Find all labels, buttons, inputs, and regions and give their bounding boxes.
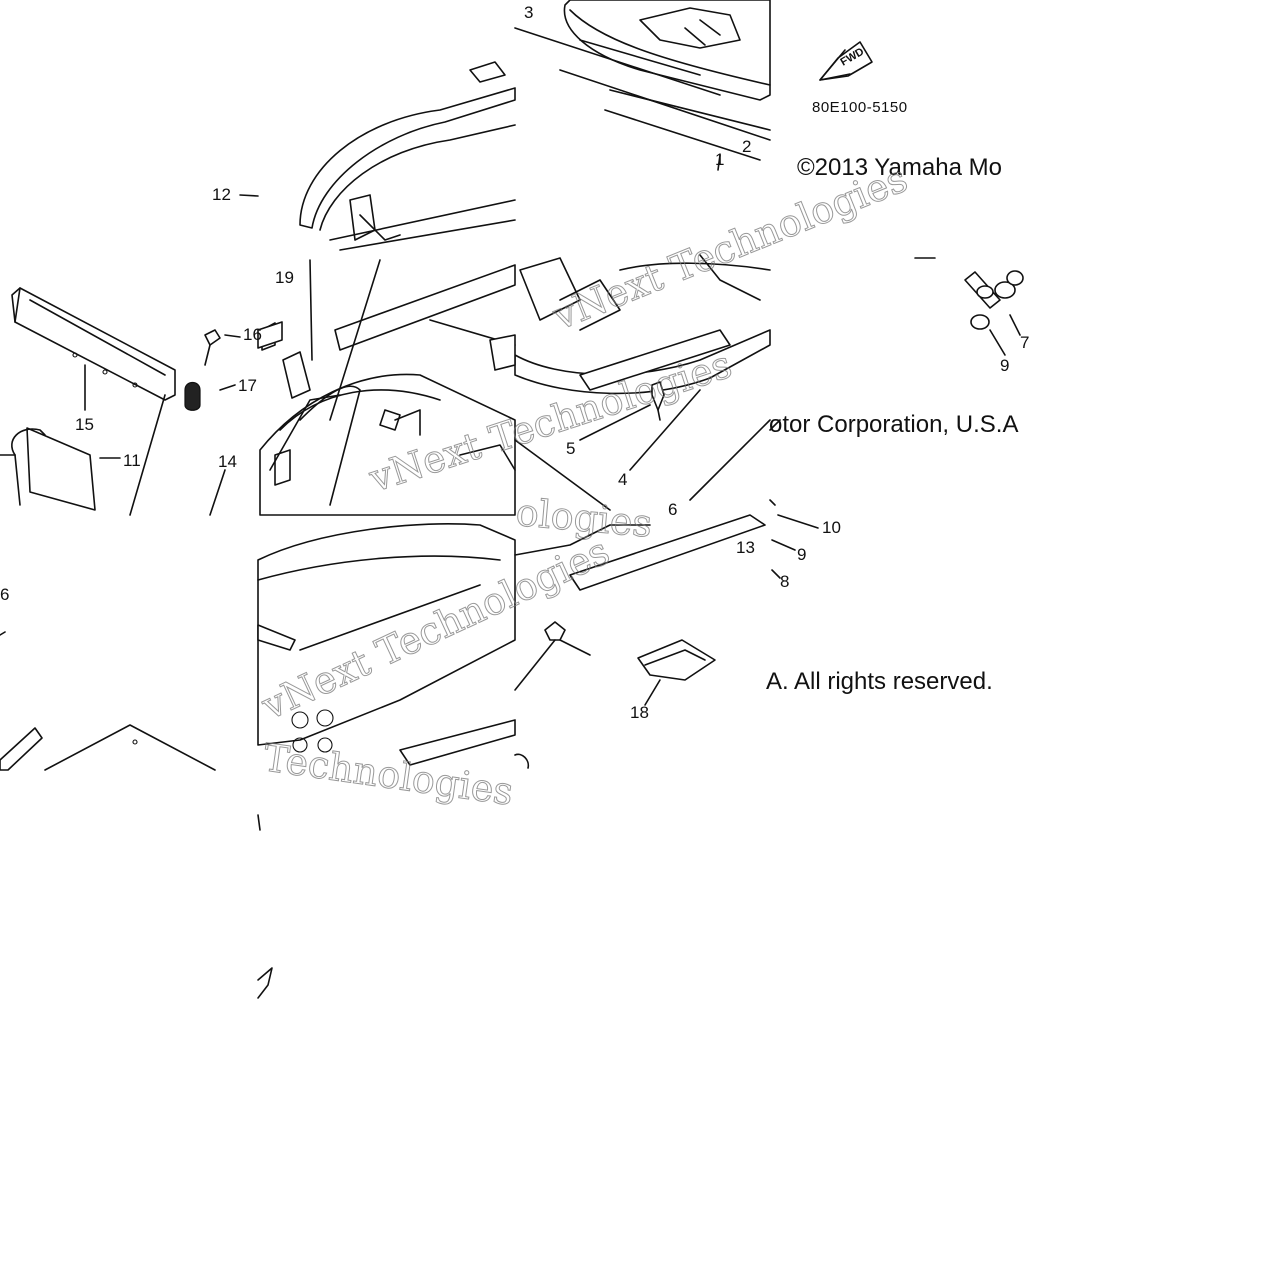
callout-1: 1 xyxy=(715,150,724,169)
callout-6b: 6 xyxy=(0,585,9,604)
callout-2: 2 xyxy=(742,137,751,156)
fastener-group-drawing xyxy=(769,257,1024,579)
callout-5: 5 xyxy=(566,439,575,458)
fwd-arrow: FWD xyxy=(819,41,873,81)
copyright-line-2: otor Corporation, U.S.A xyxy=(769,411,1018,438)
side-hood-drawing xyxy=(429,254,771,511)
callout-10: 10 xyxy=(822,518,841,537)
rail-clip-drawing xyxy=(514,514,766,769)
callout-labels: 1 2 3 4 5 6 7 8 9 9 10 11 12 13 14 15 16… xyxy=(0,3,1029,722)
callout-4: 4 xyxy=(618,470,627,489)
hood-rail-drawing xyxy=(239,61,516,251)
callout-6: 6 xyxy=(668,500,677,519)
callout-19: 19 xyxy=(275,268,294,287)
callout-14: 14 xyxy=(218,452,237,471)
callout-18: 18 xyxy=(630,703,649,722)
front-cover-drawing xyxy=(514,0,771,171)
part-code: 80E100-5150 xyxy=(812,99,908,116)
callout-17: 17 xyxy=(238,376,257,395)
watermark-4: Technologies xyxy=(261,735,516,814)
callout-11: 11 xyxy=(123,451,141,470)
callout-16: 16 xyxy=(243,325,262,344)
seat-drawing xyxy=(257,523,516,999)
callout-9b: 9 xyxy=(797,545,806,564)
side-panel-drawing xyxy=(0,287,283,516)
callout-8: 8 xyxy=(780,572,789,591)
copyright-line-1: ©2013 Yamaha Mo xyxy=(797,154,1002,181)
lower-left-drawing xyxy=(0,631,216,771)
callout-7: 7 xyxy=(1020,333,1029,352)
callout-15: 15 xyxy=(75,415,94,434)
watermark-5: ologies xyxy=(514,490,654,546)
callout-9a: 9 xyxy=(1000,356,1009,375)
rear-frame-drawing xyxy=(259,259,516,516)
callout-3: 3 xyxy=(524,3,533,22)
copyright-line-3: A. All rights reserved. xyxy=(766,668,993,695)
callout-13: 13 xyxy=(736,538,755,557)
watermark-2: vNext Technologies xyxy=(546,156,913,339)
callout-12: 12 xyxy=(212,185,231,204)
